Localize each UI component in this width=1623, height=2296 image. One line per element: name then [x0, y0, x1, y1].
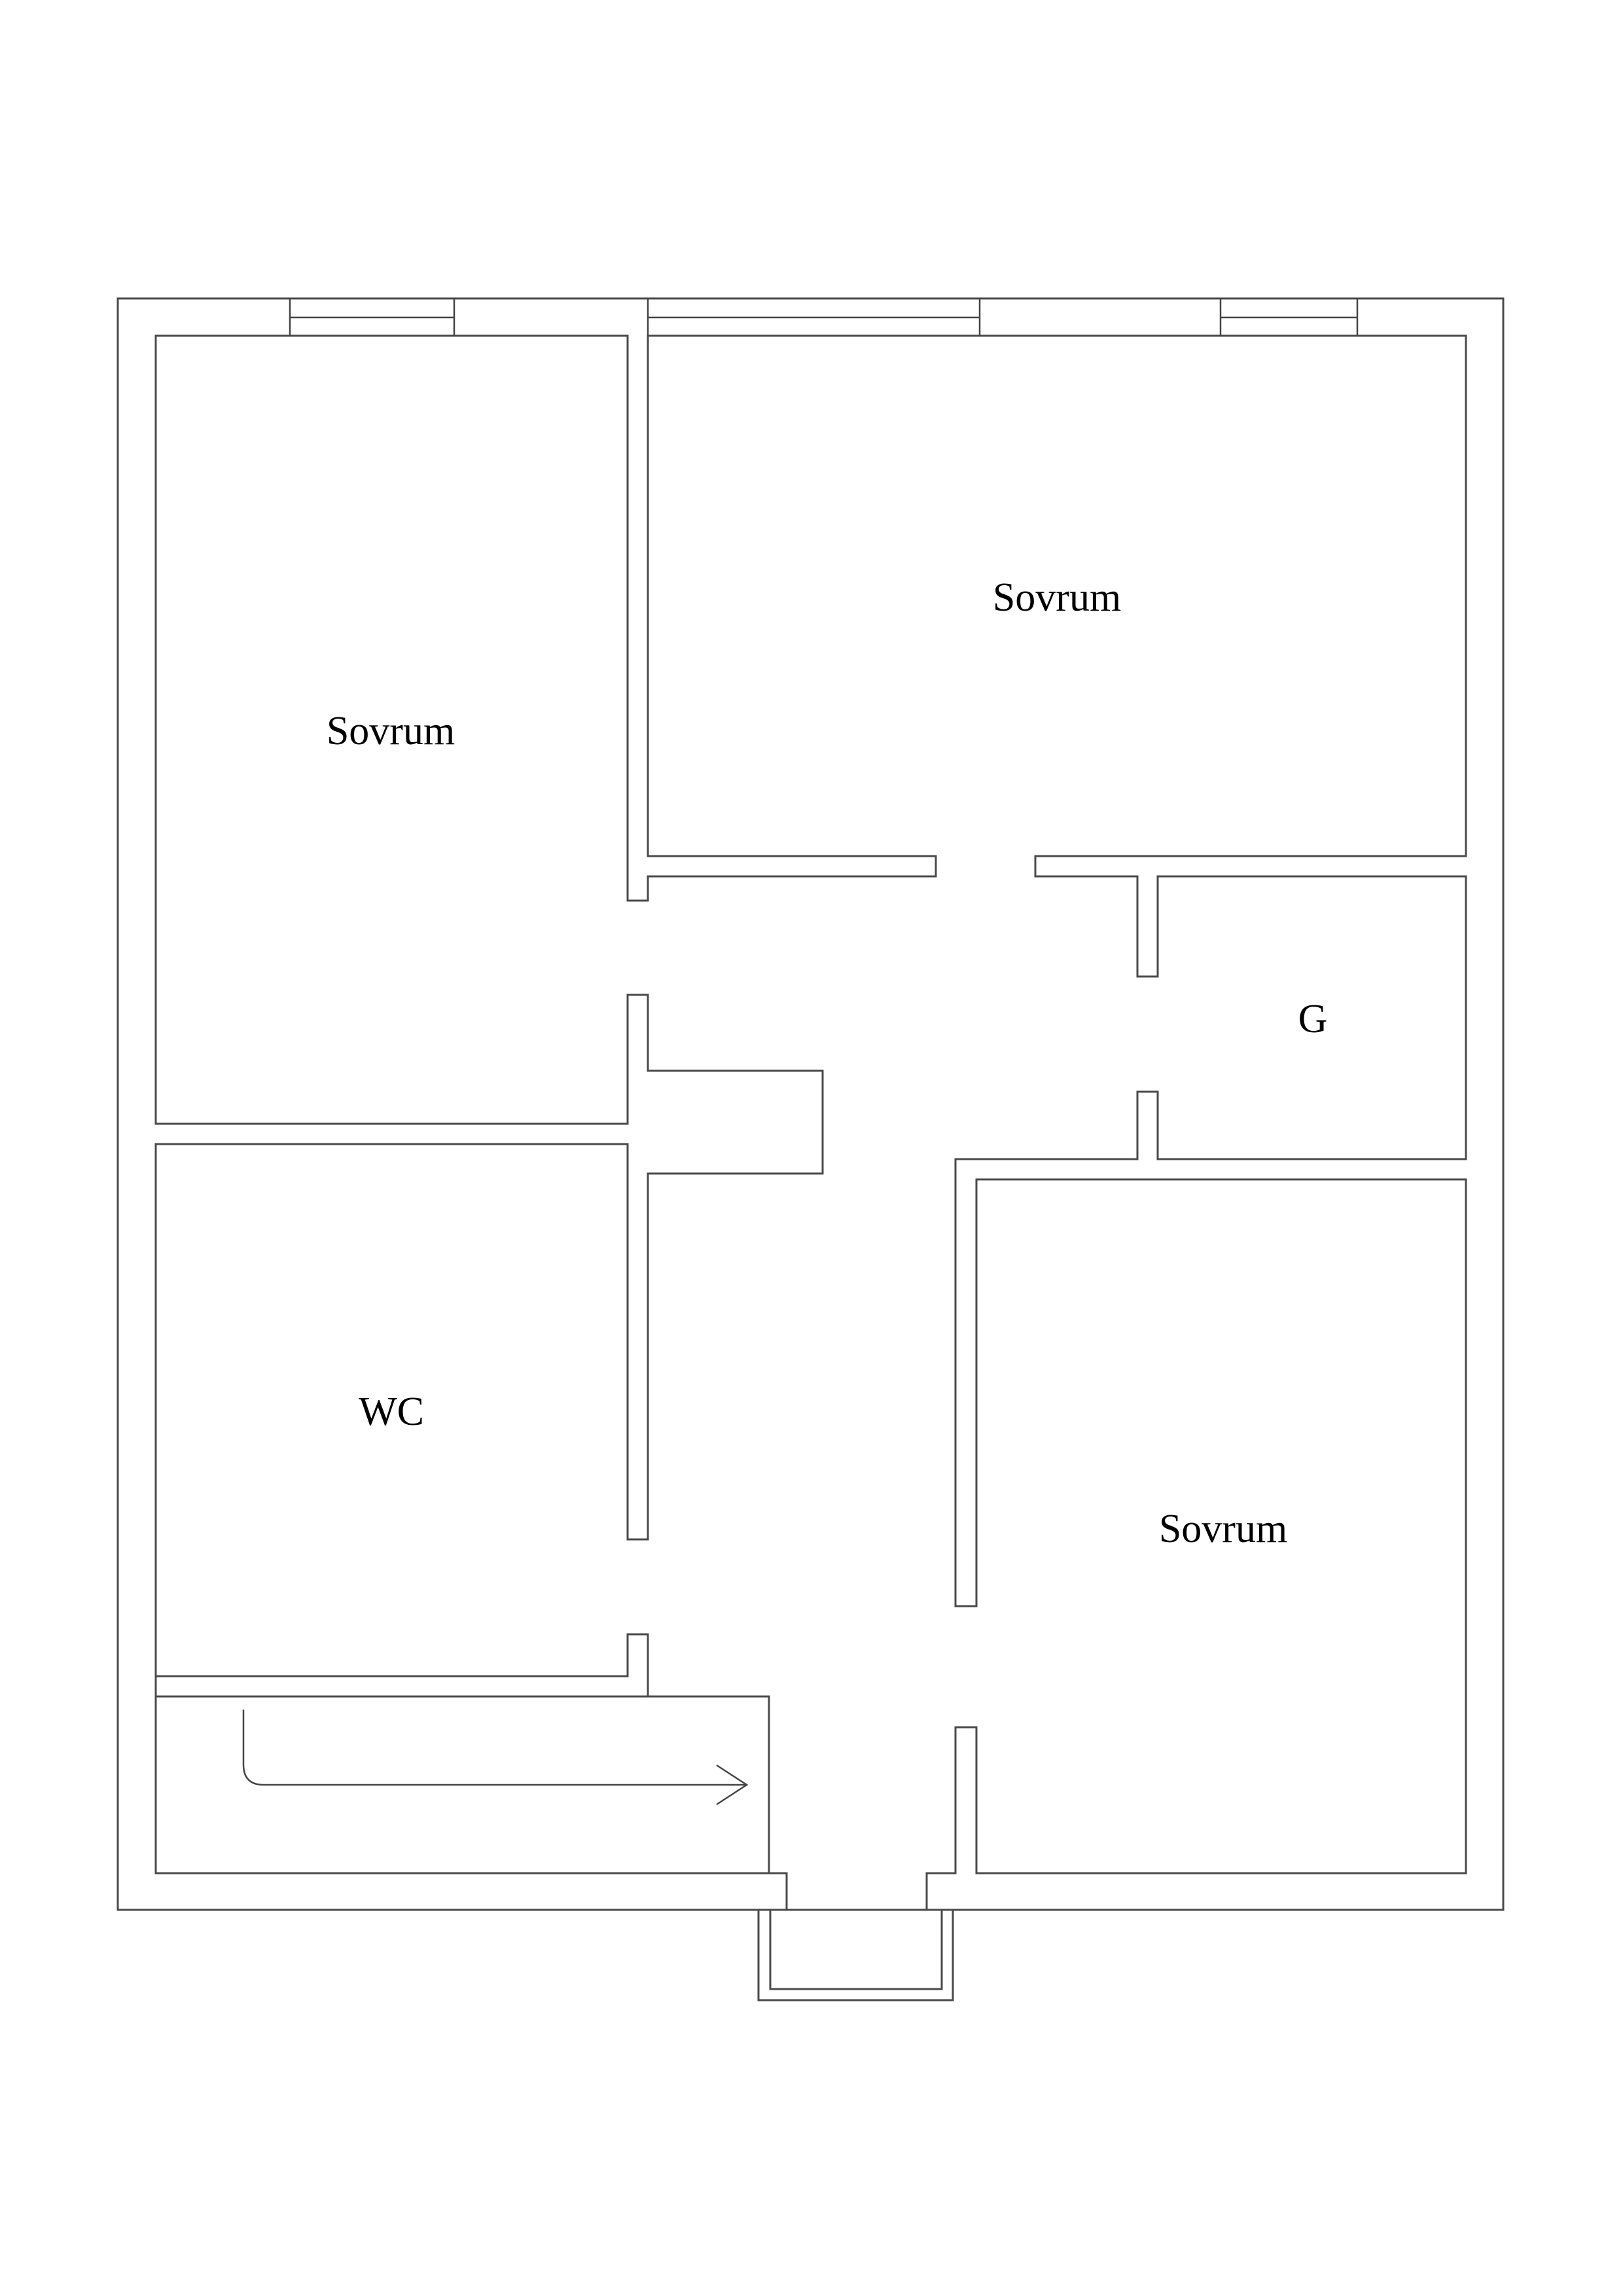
stair-arrow-icon — [242, 1710, 749, 1806]
room-label-bedroom-left: Sovrum — [327, 709, 455, 753]
room-label-bedroom-top: Sovrum — [993, 575, 1121, 620]
window-2 — [647, 298, 981, 336]
outer-walls — [116, 297, 1505, 1911]
room-label-closet: G — [1298, 997, 1328, 1041]
room-label-bathroom: WC — [359, 1390, 424, 1434]
window-3 — [1219, 298, 1359, 336]
window-1 — [289, 298, 455, 336]
room-label-bedroom-right: Sovrum — [1159, 1507, 1287, 1551]
windows — [289, 298, 1359, 336]
entrance-step — [757, 1909, 954, 2001]
